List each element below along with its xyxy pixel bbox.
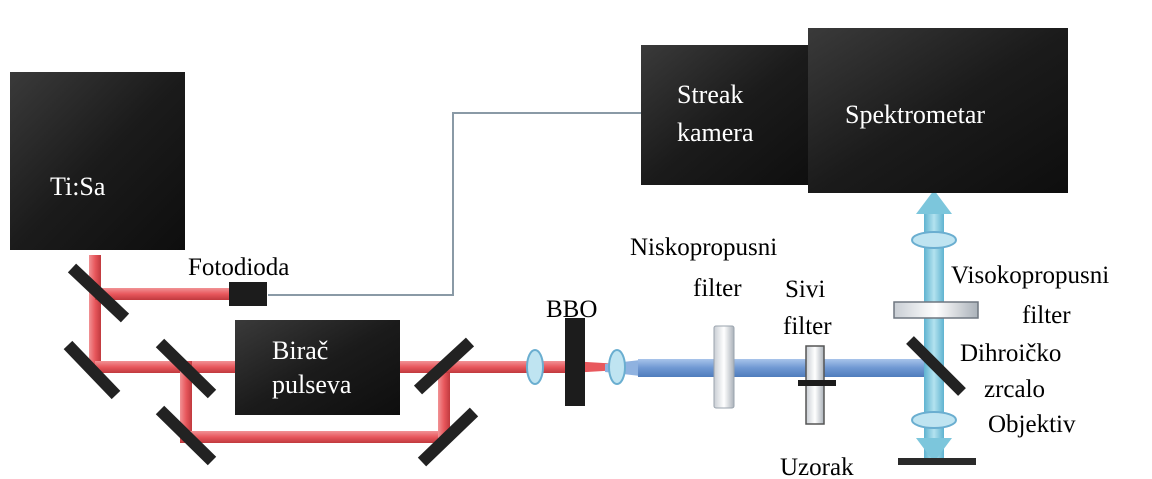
streak-camera-box <box>641 45 816 185</box>
dichroic-mirror-label-line1: Dihroičko <box>960 340 1061 367</box>
pulse-picker-label-line2: pulseva <box>272 370 352 399</box>
mirror <box>155 338 217 399</box>
lens-icon <box>526 349 544 385</box>
pulse-picker-label-line1: Birač <box>272 336 328 365</box>
pulse-picker-box <box>235 320 400 415</box>
red-beam-segment <box>95 288 230 300</box>
signal-cable <box>268 112 641 296</box>
red-beam-segment <box>438 361 450 439</box>
lowpass-filter-plate <box>713 325 735 409</box>
lens-icon <box>608 349 626 385</box>
red-beam-segment <box>89 255 101 367</box>
spectrometer-label: Spektrometar <box>845 100 985 129</box>
red-beam-segment <box>180 431 450 443</box>
streak-camera-label-line1: Streak <box>677 80 743 109</box>
dichroic-mirror-label-line2: zrcalo <box>984 376 1045 403</box>
laser-label: Ti:Sa <box>50 172 106 201</box>
lowpass-filter-label-line2: filter <box>693 275 742 302</box>
blue-beam-path <box>605 359 928 377</box>
mirrors <box>63 263 479 467</box>
sample-label: Uzorak <box>780 454 854 479</box>
spectrometer-box <box>808 28 1068 193</box>
objective-label: Objektiv <box>988 411 1076 438</box>
photodiode-icon <box>229 282 267 306</box>
dichroic-mirror <box>906 336 966 396</box>
lens-icon <box>911 231 957 249</box>
objective-lens-icon <box>911 411 957 429</box>
highpass-filter-plate <box>893 301 979 319</box>
red-beam-segment <box>180 361 192 437</box>
streak-camera-label-line2: kamera <box>677 118 754 147</box>
gray-filter-label-line2: filter <box>783 313 832 340</box>
bbo-crystal <box>565 318 585 406</box>
highpass-filter-label-line1: Visokopropusni <box>951 262 1109 289</box>
mirror <box>417 407 479 467</box>
emission-beam-segment <box>924 208 944 460</box>
mirror <box>67 263 130 323</box>
mirror <box>63 340 121 400</box>
highpass-filter-label-line2: filter <box>1022 302 1071 329</box>
bbo-label: BBO <box>546 296 597 323</box>
lowpass-filter-label-line1: Niskopropusni <box>630 234 777 261</box>
gray-filter-label-line1: Sivi <box>785 276 825 303</box>
mirror <box>413 337 475 395</box>
photodiode-label: Fotodioda <box>188 254 289 281</box>
laser-box <box>10 72 185 250</box>
blue-beam-segment <box>638 359 928 377</box>
emission-beam-arrow <box>916 438 952 462</box>
red-beam-segment <box>398 361 570 373</box>
red-beam-segment <box>95 361 240 373</box>
sample-holder <box>798 380 836 386</box>
emission-beam-arrow <box>916 190 952 214</box>
mirror <box>155 405 217 466</box>
emission-beam-path <box>916 190 952 462</box>
sample-plate <box>898 458 976 465</box>
